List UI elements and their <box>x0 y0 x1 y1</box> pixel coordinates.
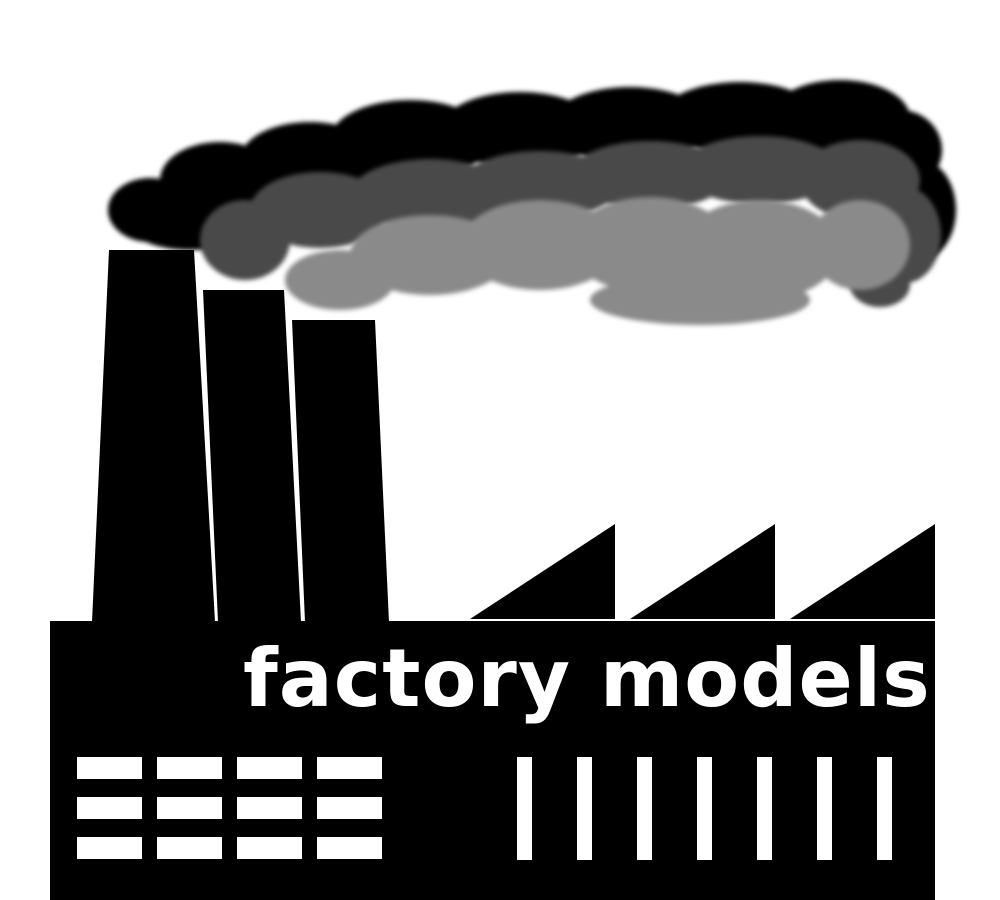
sawtooth-roofs <box>470 524 935 619</box>
chimney-right <box>292 320 389 622</box>
chimney-middle <box>203 290 301 622</box>
door-bars <box>517 757 892 860</box>
chimneys <box>92 250 389 622</box>
chimney-left <box>92 250 215 622</box>
smoke-light <box>285 197 910 325</box>
logo-text: factory models <box>243 632 931 725</box>
window-grid <box>77 757 382 859</box>
